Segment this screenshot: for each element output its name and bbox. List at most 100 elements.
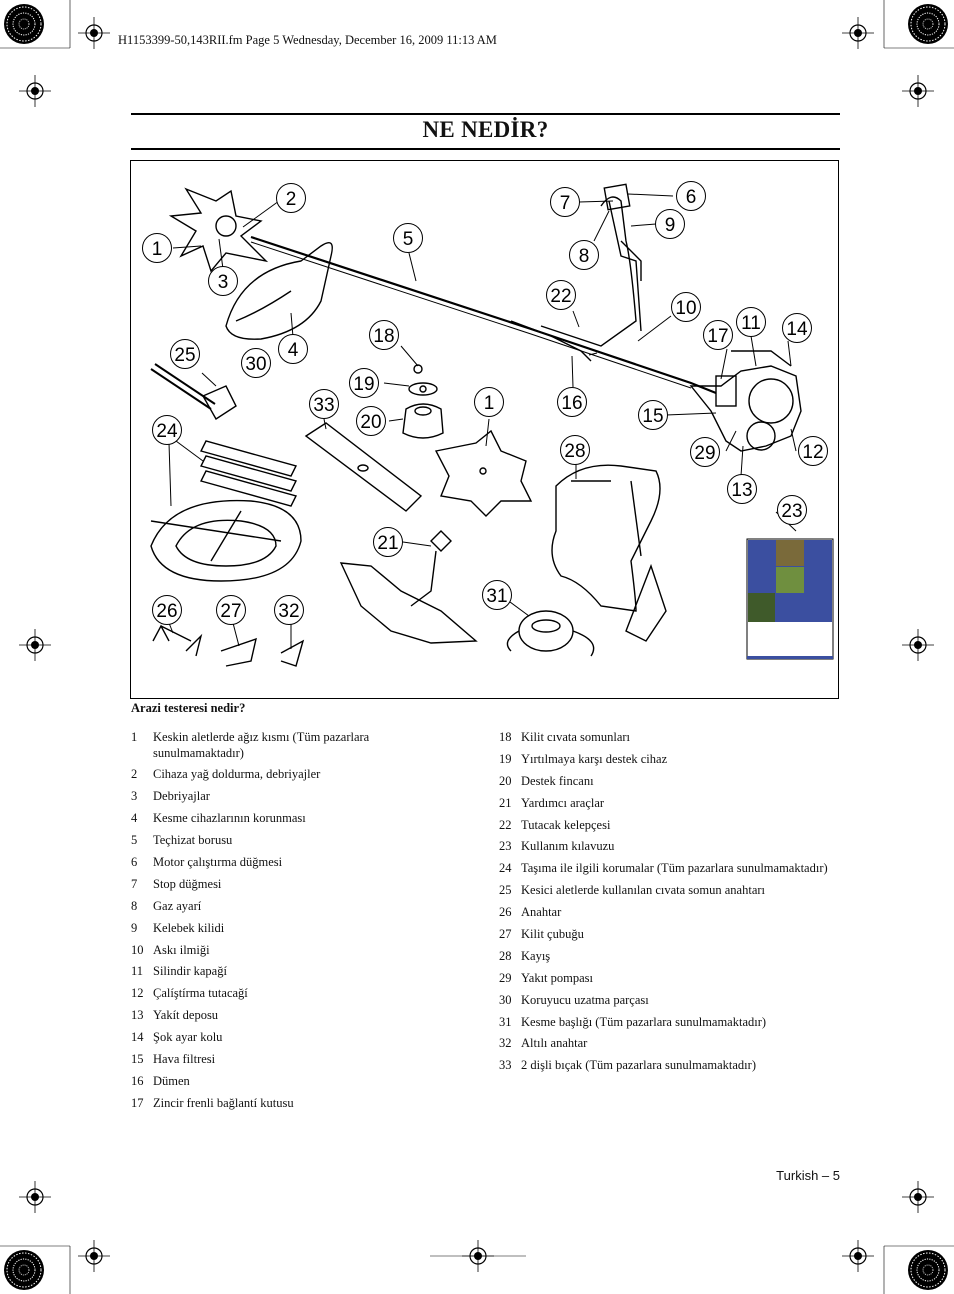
- callout-23: 23: [777, 495, 807, 525]
- legend-text: Dümen: [153, 1073, 190, 1088]
- svg-text:19: 19: [353, 374, 374, 395]
- legend-number: 24: [499, 861, 512, 876]
- legend-text: Hava filtresi: [153, 1051, 216, 1066]
- svg-text:30: 30: [245, 354, 266, 375]
- support-cup-20-drawing: [402, 403, 444, 439]
- svg-text:12: 12: [802, 442, 823, 463]
- legend-text: Silindir kapağí: [153, 964, 227, 979]
- svg-text:27: 27: [220, 601, 241, 622]
- legend-number: 13: [131, 1008, 144, 1023]
- manual-book: [746, 538, 834, 660]
- legend-number: 32: [499, 1036, 512, 1051]
- callout-4: 4: [278, 334, 308, 364]
- svg-text:22: 22: [550, 286, 571, 307]
- svg-text:16: 16: [561, 393, 582, 414]
- legend-text: Kilit çubuğu: [521, 927, 584, 942]
- callout-15: 15: [638, 400, 668, 430]
- legend-text: 2 dişli bıçak (Tüm pazarlara sunulmamakt…: [521, 1058, 756, 1073]
- legend-text: Altılı anahtar: [521, 1036, 588, 1051]
- svg-text:17: 17: [707, 326, 728, 347]
- callout-32: 32: [274, 595, 304, 625]
- callout-19: 19: [349, 368, 379, 398]
- callout-10: 10: [671, 292, 701, 322]
- legend-text: Teçhizat borusu: [153, 833, 233, 848]
- callout-2: 2: [276, 183, 306, 213]
- legend-number: 18: [499, 730, 512, 744]
- engine-drawing: [689, 365, 802, 452]
- legend-number: 20: [499, 773, 512, 788]
- legend-text: Anahtar: [521, 905, 562, 920]
- auxiliary-guard-drawing: [339, 562, 478, 644]
- legend-text: Çalíştírma tutacağí: [153, 986, 248, 1001]
- legend-number: 9: [131, 920, 138, 935]
- callout-13: 13: [727, 474, 757, 504]
- legend-text: Kesme cihazlarının korunması: [153, 811, 306, 826]
- svg-text:7: 7: [560, 193, 571, 214]
- legend-text: Yardımcı araçlar: [521, 795, 605, 810]
- legend-text: Taşıma ile ilgili korumalar (Tüm pazarla…: [521, 861, 828, 876]
- callout-27: 27: [216, 595, 246, 625]
- legend-text: Yırtılmaya karşı destek cihaz: [521, 751, 668, 766]
- legend-text: Yakıt pompası: [521, 970, 594, 985]
- callout-1: 1: [142, 233, 172, 263]
- svg-text:2: 2: [286, 189, 297, 210]
- svg-text:24: 24: [156, 421, 178, 442]
- legend-item: 27 Kilit çubuğu: [499, 927, 839, 943]
- legend-number: 26: [499, 905, 512, 920]
- callout-12: 12: [798, 436, 828, 466]
- legend-number: 15: [131, 1051, 144, 1066]
- legend-text: Gaz ayarí: [153, 898, 202, 913]
- legend-text: Zincir frenli bağlantí kutusu: [153, 1095, 294, 1110]
- title-rule-top: [131, 113, 840, 115]
- callout-8: 8: [569, 240, 599, 270]
- hex-key-32-drawing: [280, 639, 305, 667]
- svg-text:5: 5: [403, 229, 414, 250]
- svg-text:18: 18: [373, 326, 394, 347]
- callout-6: 6: [676, 181, 706, 211]
- figure-caption: Arazi testeresi nedir?: [131, 701, 246, 715]
- callout-17: 17: [703, 320, 733, 350]
- legend-text: Motor çalıştırma düğmesi: [153, 854, 283, 869]
- trimmer-head-drawing: [168, 187, 269, 273]
- harness-28-drawing: [551, 464, 661, 612]
- callout-16: 16: [557, 387, 587, 417]
- svg-text:4: 4: [288, 340, 299, 361]
- svg-text:13: 13: [731, 480, 752, 501]
- legend-number: 17: [131, 1095, 144, 1110]
- legend-number: 14: [131, 1030, 144, 1045]
- svg-text:1: 1: [152, 239, 163, 260]
- callout-18: 18: [369, 320, 399, 350]
- page-footer: Turkish – 5: [776, 1168, 840, 1183]
- callout-3: 3: [208, 266, 238, 296]
- legend-text: Kullanım kılavuzu: [521, 839, 615, 854]
- legend-number: 16: [131, 1073, 144, 1088]
- legend-number: 28: [499, 948, 512, 963]
- callout-25: 25: [170, 339, 200, 369]
- legend-number: 10: [131, 942, 144, 957]
- legend-number: 4: [131, 811, 138, 826]
- svg-text:15: 15: [642, 406, 663, 427]
- svg-text:25: 25: [174, 345, 195, 366]
- legend-number: 27: [499, 927, 512, 942]
- guard-drawing: [225, 242, 333, 340]
- svg-text:21: 21: [377, 533, 398, 554]
- washer-19-drawing: [408, 382, 438, 396]
- svg-text:8: 8: [579, 246, 590, 267]
- svg-text:29: 29: [694, 443, 715, 464]
- trimmer-head-31-drawing: [518, 610, 574, 652]
- legend-item: 24 Taşıma ile ilgili korumalar (Tüm pazar…: [499, 861, 839, 877]
- legend-text: Koruyucu uzatma parçası: [521, 992, 649, 1007]
- svg-text:26: 26: [156, 601, 177, 622]
